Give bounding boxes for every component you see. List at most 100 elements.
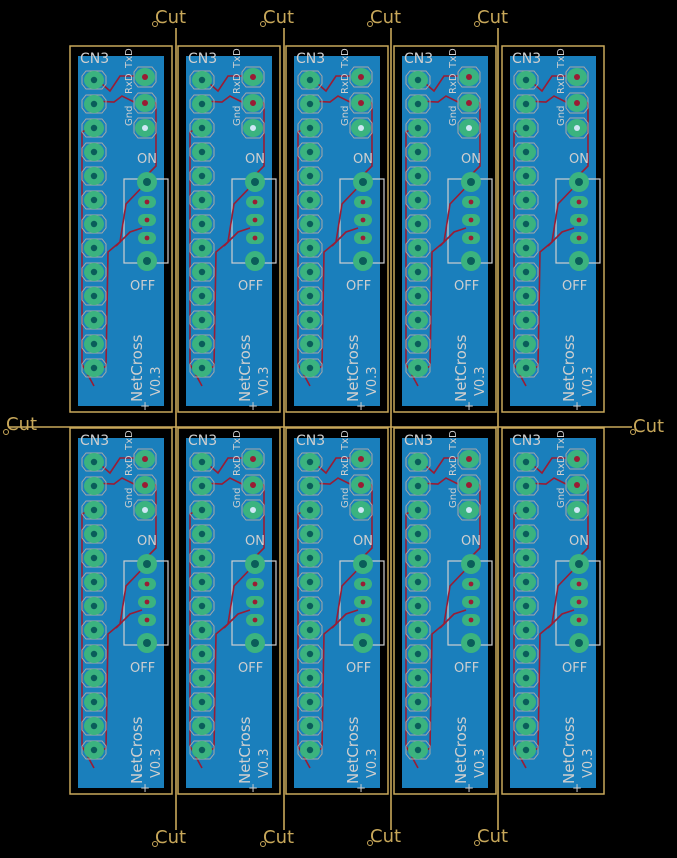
pin-hole: [306, 196, 314, 204]
header-pin: [81, 572, 107, 592]
header-pin: [513, 118, 539, 138]
origin-marker: +: [464, 781, 474, 795]
switch-off-label: OFF: [238, 279, 263, 294]
switch-hole: [468, 581, 474, 587]
trace: [547, 227, 575, 247]
switch-hole: [468, 217, 474, 223]
pin-hole: [522, 124, 530, 132]
header-pin: [81, 476, 107, 496]
switch-hole: [468, 235, 474, 241]
header-pin: [81, 334, 107, 354]
header-pin: [297, 190, 323, 210]
pin-ring: [405, 142, 431, 162]
switch-hole: [143, 257, 151, 265]
pin-hole: [198, 244, 206, 252]
serial-pin: [133, 66, 157, 88]
switch-hole: [359, 639, 367, 647]
trace: [93, 477, 135, 485]
pin-ring: [405, 500, 431, 520]
pin-hole: [90, 626, 98, 634]
pin-hole: [142, 74, 148, 80]
header-pin: [189, 476, 215, 496]
pin-hole: [306, 674, 314, 682]
pin-hole: [90, 76, 98, 84]
pin-ring: [189, 310, 215, 330]
trace: [417, 95, 459, 103]
header-pin: [297, 548, 323, 568]
pin-hole: [198, 722, 206, 730]
connector-label: CN3: [512, 51, 541, 67]
signal-label: RxD: [340, 73, 351, 94]
signal-label: RxD: [232, 73, 243, 94]
switch-hole: [252, 581, 258, 587]
product-name: NetCross: [344, 716, 362, 784]
pin-ring: [81, 572, 107, 592]
header-pin: [189, 596, 215, 616]
signal-label: TxD: [232, 430, 243, 451]
pin-hole: [414, 100, 422, 108]
pin-ring: [81, 692, 107, 712]
product-name: NetCross: [560, 716, 578, 784]
pin-hole: [198, 506, 206, 514]
connector-label: CN3: [188, 51, 217, 67]
pin-hole: [198, 268, 206, 276]
pin-hole: [414, 196, 422, 204]
header-pin: [513, 358, 539, 378]
header-pin: [189, 620, 215, 640]
pin-hole: [574, 482, 580, 488]
pin-hole: [142, 456, 148, 462]
serial-pin: [457, 499, 481, 521]
signal-label: RxD: [556, 455, 567, 476]
header-pin: [513, 70, 539, 90]
pin-hole: [198, 554, 206, 562]
pin-hole: [198, 340, 206, 348]
pin-ring: [513, 500, 539, 520]
header-pin: [189, 548, 215, 568]
pin-hole: [142, 482, 148, 488]
header-pin: [297, 286, 323, 306]
pin-hole: [306, 746, 314, 754]
pin-hole: [414, 458, 422, 466]
pin-hole: [90, 124, 98, 132]
pin-ring: [81, 70, 107, 90]
header-pin: [297, 644, 323, 664]
header-pin: [81, 452, 107, 472]
pin-ring: [457, 92, 481, 114]
pin-ring: [297, 238, 323, 258]
pin-ring: [133, 92, 157, 114]
product-name: NetCross: [452, 716, 470, 784]
pin-ring: [81, 644, 107, 664]
serial-pin: [133, 474, 157, 496]
header-pin: [81, 118, 107, 138]
switch-hole: [144, 235, 150, 241]
pin-hole: [90, 364, 98, 372]
pin-ring: [81, 118, 107, 138]
header-pin: [513, 548, 539, 568]
product-name: NetCross: [344, 334, 362, 402]
pin-ring: [81, 214, 107, 234]
switch-hole: [144, 617, 150, 623]
pin-hole: [466, 482, 472, 488]
pin-ring: [405, 310, 431, 330]
pin-ring: [81, 238, 107, 258]
header-pin: [81, 286, 107, 306]
pin-hole: [306, 148, 314, 156]
switch-off-label: OFF: [130, 661, 155, 676]
pin-ring: [297, 668, 323, 688]
pin-ring: [297, 740, 323, 760]
pin-ring: [81, 548, 107, 568]
pin-ring: [81, 190, 107, 210]
pin-ring: [297, 118, 323, 138]
serial-pin: [565, 474, 589, 496]
switch-hole: [143, 560, 151, 568]
pin-ring: [189, 740, 215, 760]
origin-marker: +: [140, 781, 150, 795]
board-outline: [285, 427, 389, 795]
pin-hole: [306, 268, 314, 276]
pin-hole: [198, 626, 206, 634]
serial-pin: [349, 448, 373, 470]
header-pin: [405, 620, 431, 640]
pin-ring: [513, 596, 539, 616]
board-outline: [177, 45, 281, 413]
pin-ring: [565, 474, 589, 496]
